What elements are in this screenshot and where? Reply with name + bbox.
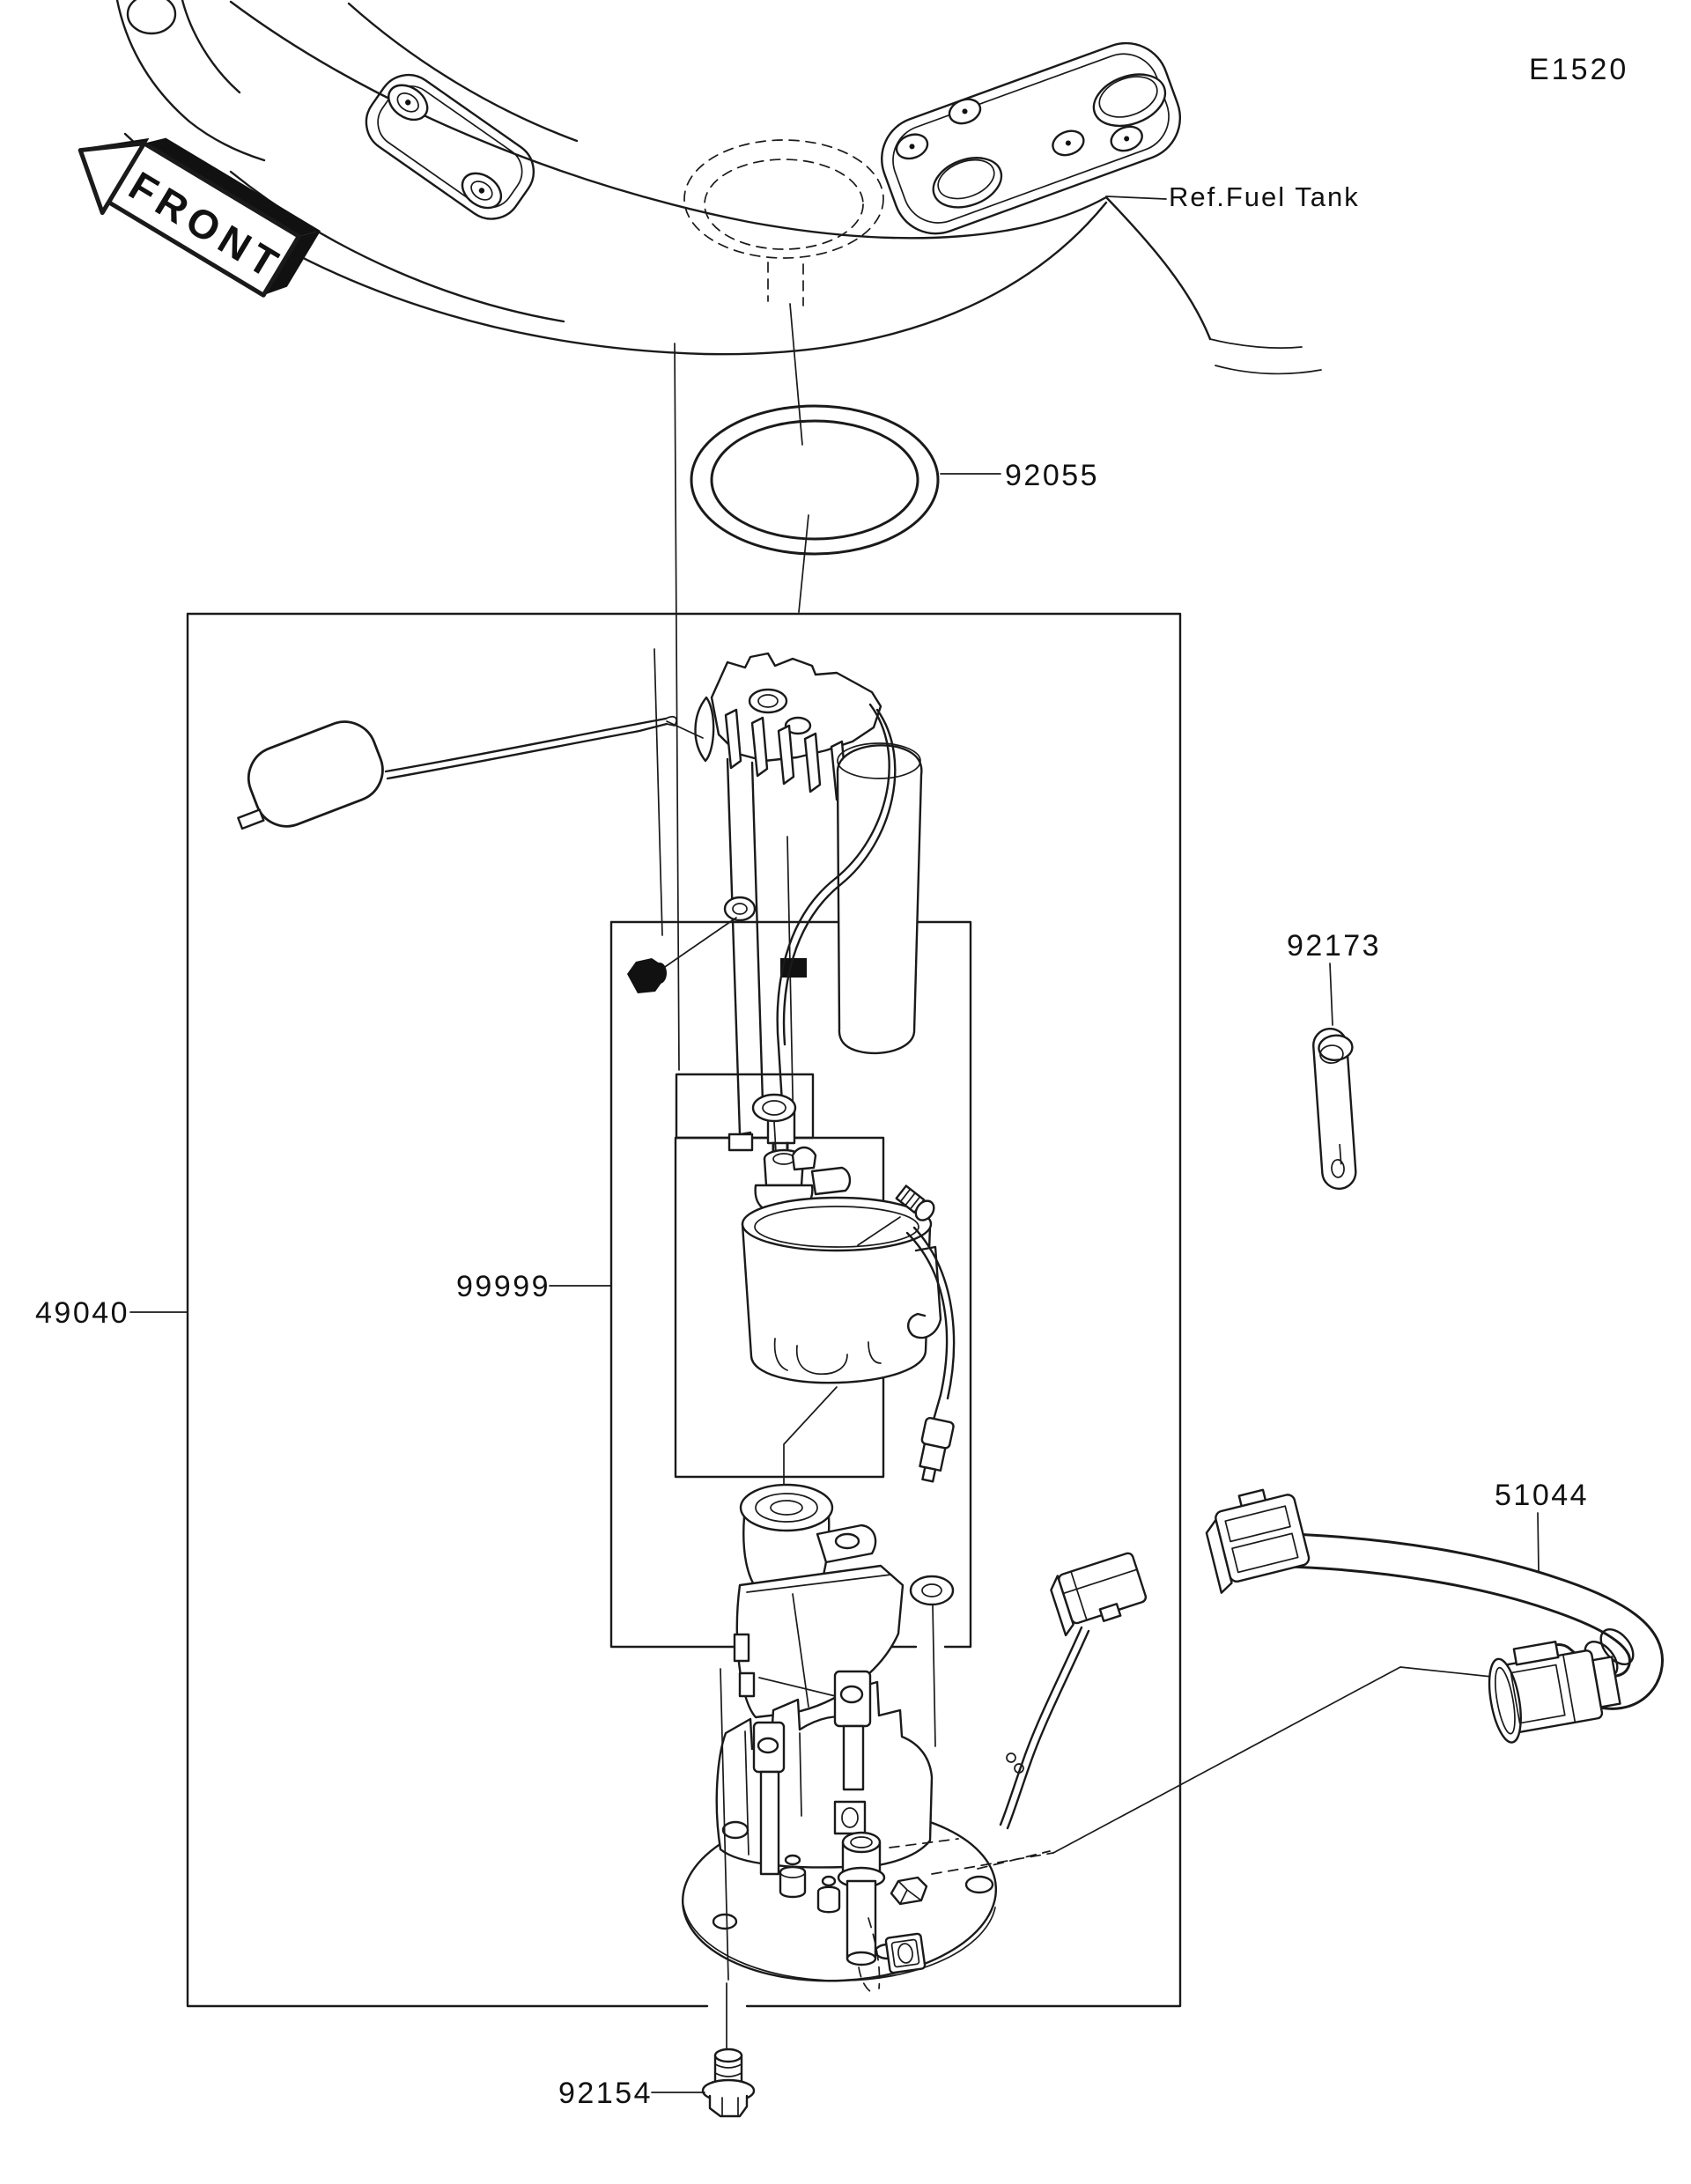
oring-92055-art [690,404,1001,556]
washer-art [909,1575,955,1747]
pump-terminal [919,1417,955,1483]
ref-fuel-tank-label: Ref.Fuel Tank [1169,181,1360,212]
fuel-tank-art [115,0,1322,375]
damper-leader [1329,963,1333,1026]
part-label-92173: 92173 [1287,929,1381,963]
part-label-51044: 51044 [1495,1479,1589,1512]
bracket-screw [627,958,667,993]
front-direction-arrow-icon: FRONT [78,137,321,298]
hose-leader [1537,1512,1540,1572]
hose-connector-head [1205,1488,1311,1594]
fuel-pump-art [741,1093,956,1496]
hose-quick-connector [1488,1641,1621,1744]
damper-92173-art [1312,1027,1357,1191]
page-code: E1520 [1529,53,1628,86]
part-label-99999: 99999 [456,1270,550,1303]
part-label-92055: 92055 [1005,459,1099,492]
electrical-connector [1050,1552,1148,1637]
tank-pump-opening-dashed [683,139,884,306]
tank-left-bracket [365,73,535,220]
fuel-level-float [237,720,384,830]
assembly-box-49040 [186,612,1182,2008]
pump-base-plate-art [681,1668,1051,2055]
tank-right-plate [881,41,1182,235]
pump-screw [895,1184,935,1221]
ref-fuel-tank-leader [1105,196,1167,200]
part-label-92154: 92154 [558,2077,653,2110]
pump-bracket-art [237,652,923,1175]
bolt-92154-art [651,2048,756,2118]
fuel-hose-art [931,1488,1664,1875]
harness-connector-art [999,1552,1148,1830]
part-label-49040: 49040 [35,1296,129,1330]
